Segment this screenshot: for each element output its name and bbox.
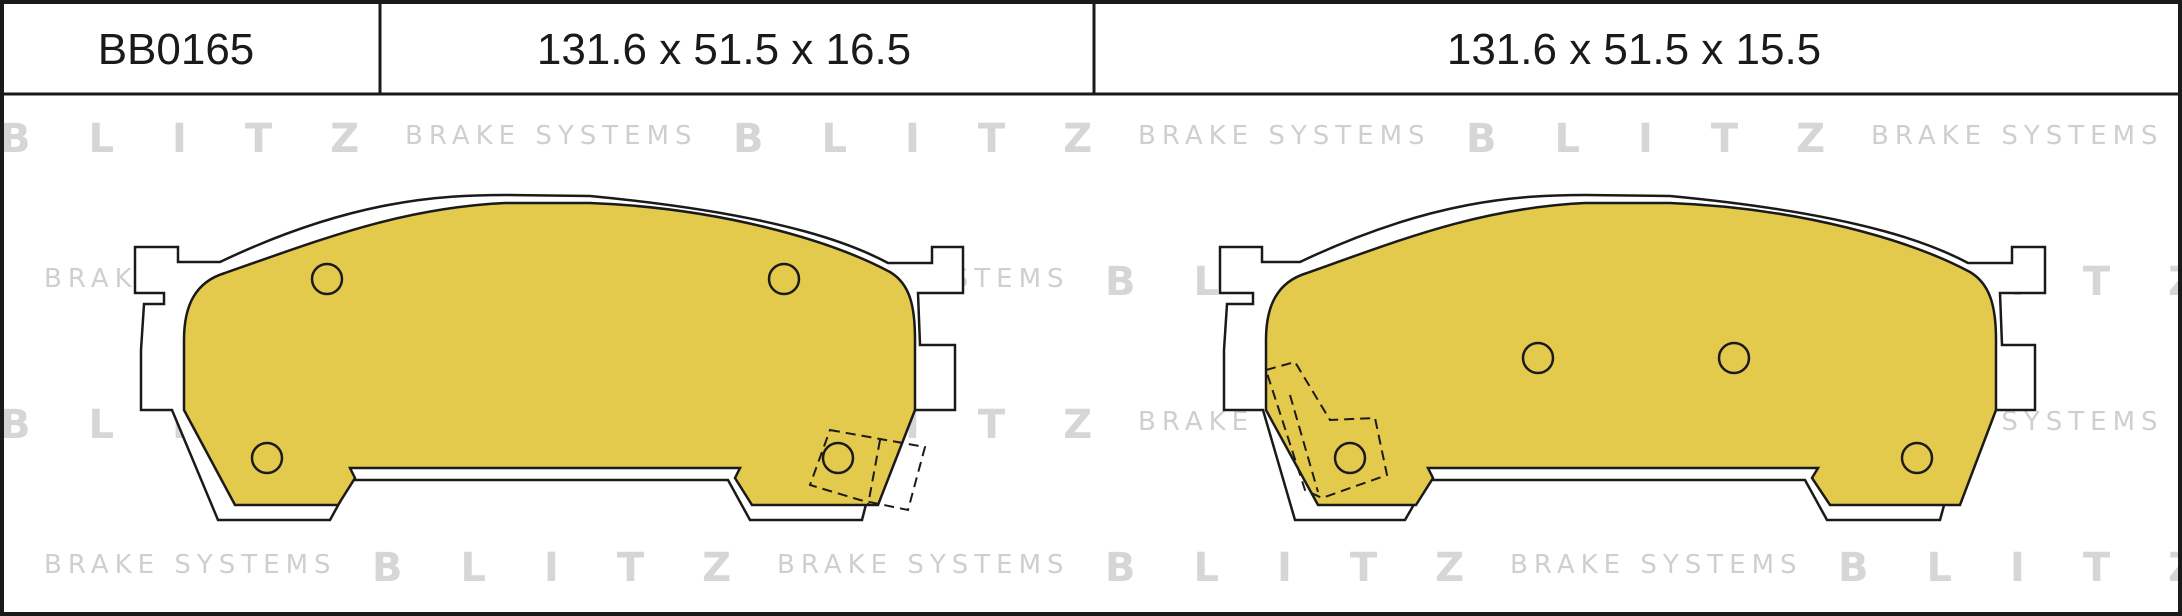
watermark-tagline: BRAKE SYSTEMS [44, 550, 337, 580]
wear-sensor-left [808, 428, 927, 512]
watermark-brand: BLITZ [372, 545, 789, 591]
watermark-tagline: BRAKE SYSTEMS [777, 550, 1070, 580]
watermark-brand: BLITZ [0, 116, 417, 162]
pad-hole [767, 262, 801, 296]
watermark-tagline: BRAKE SYSTEMS [1871, 121, 2164, 151]
watermark-tagline: BRAKE SYSTEMS [1138, 121, 1431, 151]
brake-pad-right [1218, 193, 2047, 522]
watermark-tagline: BRAKE SYSTEMS [405, 121, 698, 151]
pad-hole [1333, 441, 1367, 475]
part-number: BB0165 [98, 25, 255, 74]
watermark-brand: BLITZ [1466, 116, 1883, 162]
watermark-brand: BLITZ [733, 116, 1150, 162]
friction-pad-right [1264, 201, 1998, 507]
watermark-brand: BLITZ [1105, 545, 1522, 591]
pad2-dimensions: 131.6 x 51.5 x 15.5 [1447, 25, 1821, 74]
watermark-tagline: BRAKE SYSTEMS [1510, 550, 1803, 580]
pad-hole [310, 262, 344, 296]
pad-hole [1717, 341, 1751, 375]
header-row: BB0165 131.6 x 51.5 x 16.5 131.6 x 51.5 … [0, 0, 2182, 96]
pad-hole [1521, 341, 1555, 375]
pad1-dimensions: 131.6 x 51.5 x 16.5 [537, 25, 911, 74]
pad-hole [1900, 441, 1934, 475]
friction-pad-left [182, 201, 917, 507]
pad-hole [250, 441, 284, 475]
wear-sensor-right [1264, 360, 1389, 500]
watermark-brand: BLITZ [1838, 545, 2182, 591]
pad-hole [821, 441, 855, 475]
brake-pad-left [133, 193, 965, 522]
